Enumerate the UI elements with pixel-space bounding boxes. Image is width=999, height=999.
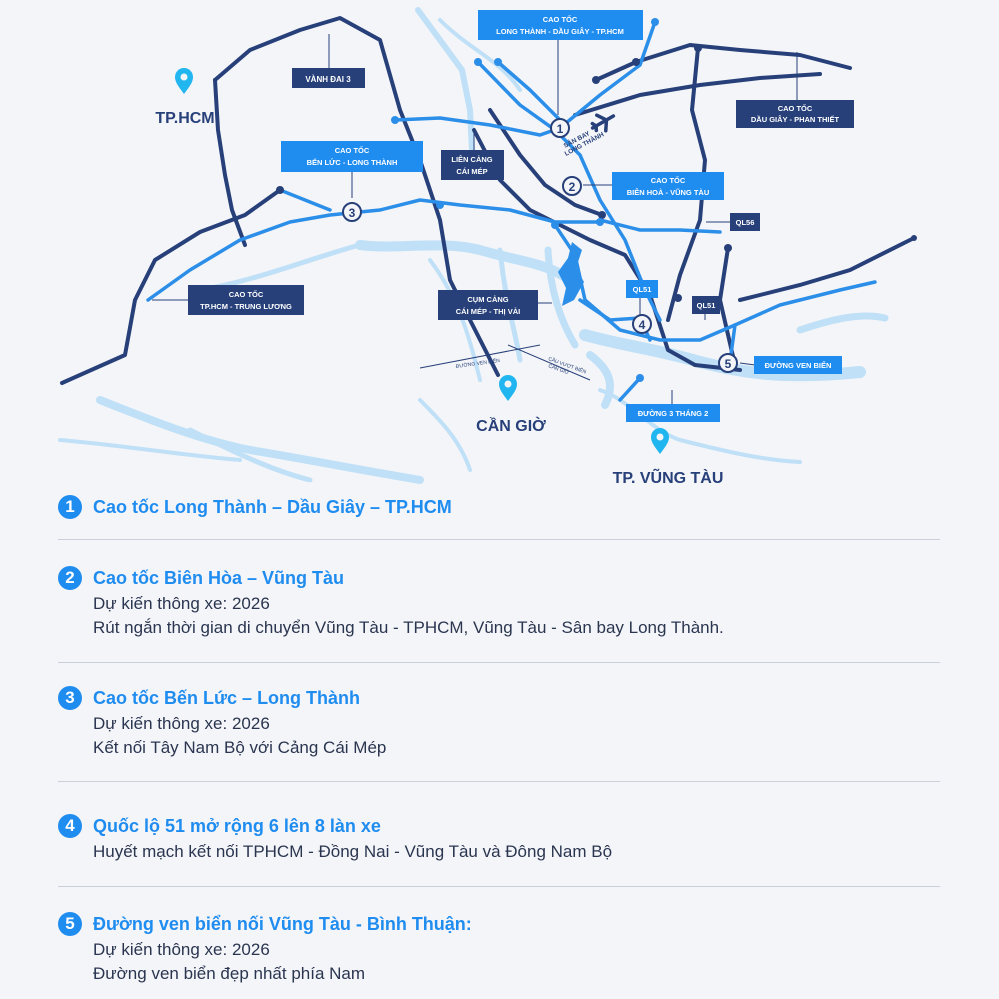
svg-text:2: 2 xyxy=(569,180,576,194)
item-line: Kết nối Tây Nam Bộ với Cảng Cái Mép xyxy=(93,738,387,757)
divider xyxy=(58,539,940,540)
item-number: 2 xyxy=(58,566,82,590)
svg-text:LONG THÀNH - DẦU GIÂY - TP.HCM: LONG THÀNH - DẦU GIÂY - TP.HCM xyxy=(496,26,624,36)
map-marker-2: 2 xyxy=(562,176,582,196)
svg-text:1: 1 xyxy=(557,122,564,136)
pin-hcm-icon xyxy=(175,68,193,94)
map-marker-4: 4 xyxy=(632,314,652,334)
label-dg-pt: CAO TỐC DẦU GIÂY - PHAN THIẾT xyxy=(736,100,854,128)
label-ven-bien: ĐƯỜNG VEN BIỂN xyxy=(754,356,842,374)
map-marker-1: 1 xyxy=(550,118,570,138)
item-title: Cao tốc Long Thành – Dầu Giây – TP.HCM xyxy=(93,497,452,517)
label-connectors xyxy=(152,34,798,405)
svg-text:QL51: QL51 xyxy=(697,301,716,310)
svg-text:5: 5 xyxy=(725,357,732,371)
item-title: Quốc lộ 51 mở rộng 6 lên 8 làn xe xyxy=(93,816,381,836)
label-hcm-tl: CAO TỐC TP.HCM - TRUNG LƯƠNG xyxy=(188,285,304,315)
map-marker-5: 5 xyxy=(718,353,738,373)
label-lt-dg: CAO TỐC LONG THÀNH - DẦU GIÂY - TP.HCM xyxy=(478,10,643,40)
item-line: Dự kiến thông xe: 2026 xyxy=(93,594,270,613)
item-title: Đường ven biển nối Vũng Tàu - Bình Thuận… xyxy=(93,914,472,934)
item-line: Dự kiến thông xe: 2026 xyxy=(93,714,270,733)
road-east xyxy=(738,236,916,302)
svg-text:4: 4 xyxy=(639,318,646,332)
pin-vungtau-icon xyxy=(651,428,669,454)
label-d3t2: ĐƯỜNG 3 THÁNG 2 xyxy=(626,404,720,422)
svg-text:CỤM CẢNG: CỤM CẢNG xyxy=(467,295,508,304)
svg-text:CAO TỐC: CAO TỐC xyxy=(335,145,370,155)
thi-vai-river xyxy=(558,242,584,306)
map-marker-3: 3 xyxy=(342,202,362,222)
divider xyxy=(58,781,940,782)
item-title: Cao tốc Biên Hòa – Vũng Tàu xyxy=(93,568,345,588)
label-cmtv: CỤM CẢNG CÁI MÉP - THỊ VẢI xyxy=(438,290,538,320)
road-map: SÂN BAY LONG THÀNH VÀNH ĐAI 3 CAO TỐC LO… xyxy=(58,7,917,487)
svg-text:CAO TỐC: CAO TỐC xyxy=(651,175,686,185)
label-ql56: QL56 xyxy=(730,213,760,231)
svg-text:BẾN LỨC - LONG THÀNH: BẾN LỨC - LONG THÀNH xyxy=(307,157,398,167)
svg-text:QL51: QL51 xyxy=(633,285,652,294)
divider xyxy=(58,662,940,663)
item-number: 1 xyxy=(58,495,82,519)
svg-text:3: 3 xyxy=(349,206,356,220)
item-title: Cao tốc Bến Lức – Long Thành xyxy=(93,688,361,708)
item-line: Rút ngắn thời gian di chuyển Vũng Tàu - … xyxy=(93,618,724,637)
label-ql51a: QL51 xyxy=(626,280,658,298)
pin-cangio-icon xyxy=(499,375,517,401)
divider xyxy=(58,886,940,887)
city-vungtau: TP. VŨNG TÀU xyxy=(613,467,724,487)
svg-text:CAO TỐC: CAO TỐC xyxy=(778,103,813,113)
svg-text:CAO TỐC: CAO TỐC xyxy=(543,14,578,24)
item-line: Dự kiến thông xe: 2026 xyxy=(93,940,270,959)
svg-text:CAO TỐC: CAO TỐC xyxy=(229,289,264,299)
svg-text:ĐƯỜNG 3 THÁNG 2: ĐƯỜNG 3 THÁNG 2 xyxy=(638,409,709,418)
item-number: 3 xyxy=(58,686,82,710)
svg-text:LIÊN CẢNG: LIÊN CẢNG xyxy=(451,155,492,164)
item-line: Đường ven biển đẹp nhất phía Nam xyxy=(93,964,366,983)
svg-text:CÁI MÉP: CÁI MÉP xyxy=(456,167,487,176)
svg-text:QL56: QL56 xyxy=(736,218,755,227)
item-number: 4 xyxy=(58,814,82,838)
svg-text:VÀNH ĐAI 3: VÀNH ĐAI 3 xyxy=(305,75,351,84)
label-lien-cang: LIÊN CẢNG CÁI MÉP xyxy=(441,150,504,180)
city-cangio: CẦN GIỜ xyxy=(476,416,546,435)
label-ql51b: QL51 xyxy=(692,296,720,314)
junction-dots xyxy=(276,18,917,382)
airport-icon xyxy=(590,113,616,133)
svg-text:TP.HCM - TRUNG LƯƠNG: TP.HCM - TRUNG LƯƠNG xyxy=(200,302,292,311)
city-hcm: TP.HCM xyxy=(155,110,214,127)
item-line: Huyết mạch kết nối TPHCM - Đồng Nai - Vũ… xyxy=(93,842,613,861)
svg-text:ĐƯỜNG VEN BIỂN: ĐƯỜNG VEN BIỂN xyxy=(765,361,832,370)
svg-text:DẦU GIÂY - PHAN THIẾT: DẦU GIÂY - PHAN THIẾT xyxy=(751,114,840,124)
svg-text:BIÊN HOÀ - VŨNG TÀU: BIÊN HOÀ - VŨNG TÀU xyxy=(627,188,710,197)
label-bh-vt: CAO TỐC BIÊN HOÀ - VŨNG TÀU xyxy=(612,172,724,200)
label-ring3: VÀNH ĐAI 3 xyxy=(292,68,365,88)
item-number: 5 xyxy=(58,912,82,936)
label-bl-lt: CAO TỐC BẾN LỨC - LONG THÀNH xyxy=(281,141,423,172)
svg-text:CÁI MÉP - THỊ VẢI: CÁI MÉP - THỊ VẢI xyxy=(456,307,520,316)
